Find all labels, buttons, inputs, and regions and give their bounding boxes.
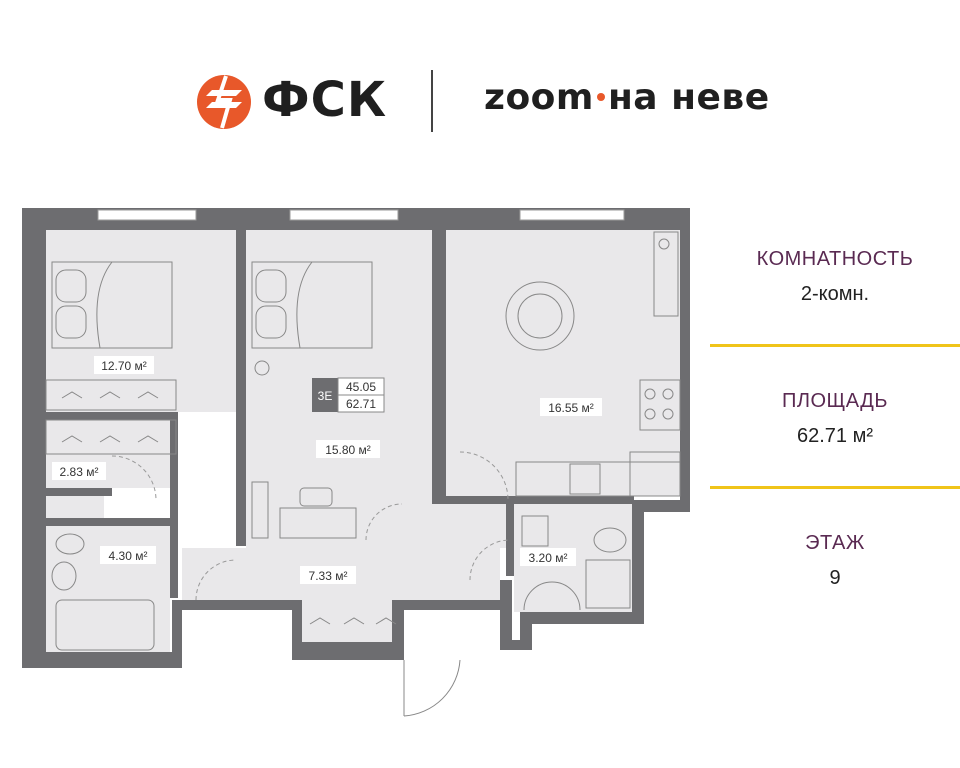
bathroom-fixtures <box>51 515 631 651</box>
unit-living-area: 45.05 <box>346 380 376 394</box>
bathroom-area: 4.30 м² <box>109 549 148 563</box>
orange-dot-icon <box>596 93 605 101</box>
windows <box>97 209 625 221</box>
wc-area: 3.20 м² <box>529 551 568 565</box>
fsk-logo-icon <box>197 75 251 129</box>
door-swings <box>111 451 511 601</box>
unit-code: 3E <box>318 389 333 403</box>
unit-total-area: 62.71 <box>346 397 376 411</box>
kitchen-area: 16.55 м² <box>548 401 594 415</box>
wardrobe-area: 2.83 м² <box>60 465 99 479</box>
project-wordmark: zoom на неве <box>484 76 770 120</box>
kitchen-furniture <box>505 231 681 497</box>
project-name-part2: на неве <box>607 77 770 118</box>
rooms-value: 2-комн. <box>800 283 870 305</box>
separator-line <box>710 486 960 489</box>
info-rooms: КОМНАТНОСТЬ 2-комн. <box>710 248 960 306</box>
entrance-door <box>403 659 461 717</box>
fsk-wordmark: ФСК <box>262 72 388 128</box>
area-value: 62.71 м² <box>796 425 873 447</box>
unit-tag: 3E 45.05 62.71 <box>312 377 385 413</box>
floor-value: 9 <box>829 567 841 589</box>
bedroom-mid-area: 15.80 м² <box>325 443 371 457</box>
info-floor: ЭТАЖ 9 <box>710 532 960 590</box>
floor-label: ЭТАЖ <box>805 532 865 554</box>
bedroom-left-area: 12.70 м² <box>101 359 147 373</box>
hall-area: 7.33 м² <box>309 569 348 583</box>
hangers-icon <box>61 391 397 625</box>
rooms-label: КОМНАТНОСТЬ <box>756 248 914 270</box>
bedroom-mid-furniture <box>251 261 373 539</box>
area-label: ПЛОЩАДЬ <box>782 390 888 412</box>
project-name-part1: zoom <box>484 77 594 118</box>
room-labels: 12.70 м² 15.80 м² 16.55 м² 2.83 м² 4.30 … <box>52 356 602 584</box>
bedroom-left-furniture <box>45 261 177 455</box>
info-area: ПЛОЩАДЬ 62.71 м² <box>710 390 960 448</box>
separator-line <box>710 344 960 347</box>
header: ФСК zoom на неве <box>0 0 960 180</box>
header-divider <box>431 70 433 132</box>
